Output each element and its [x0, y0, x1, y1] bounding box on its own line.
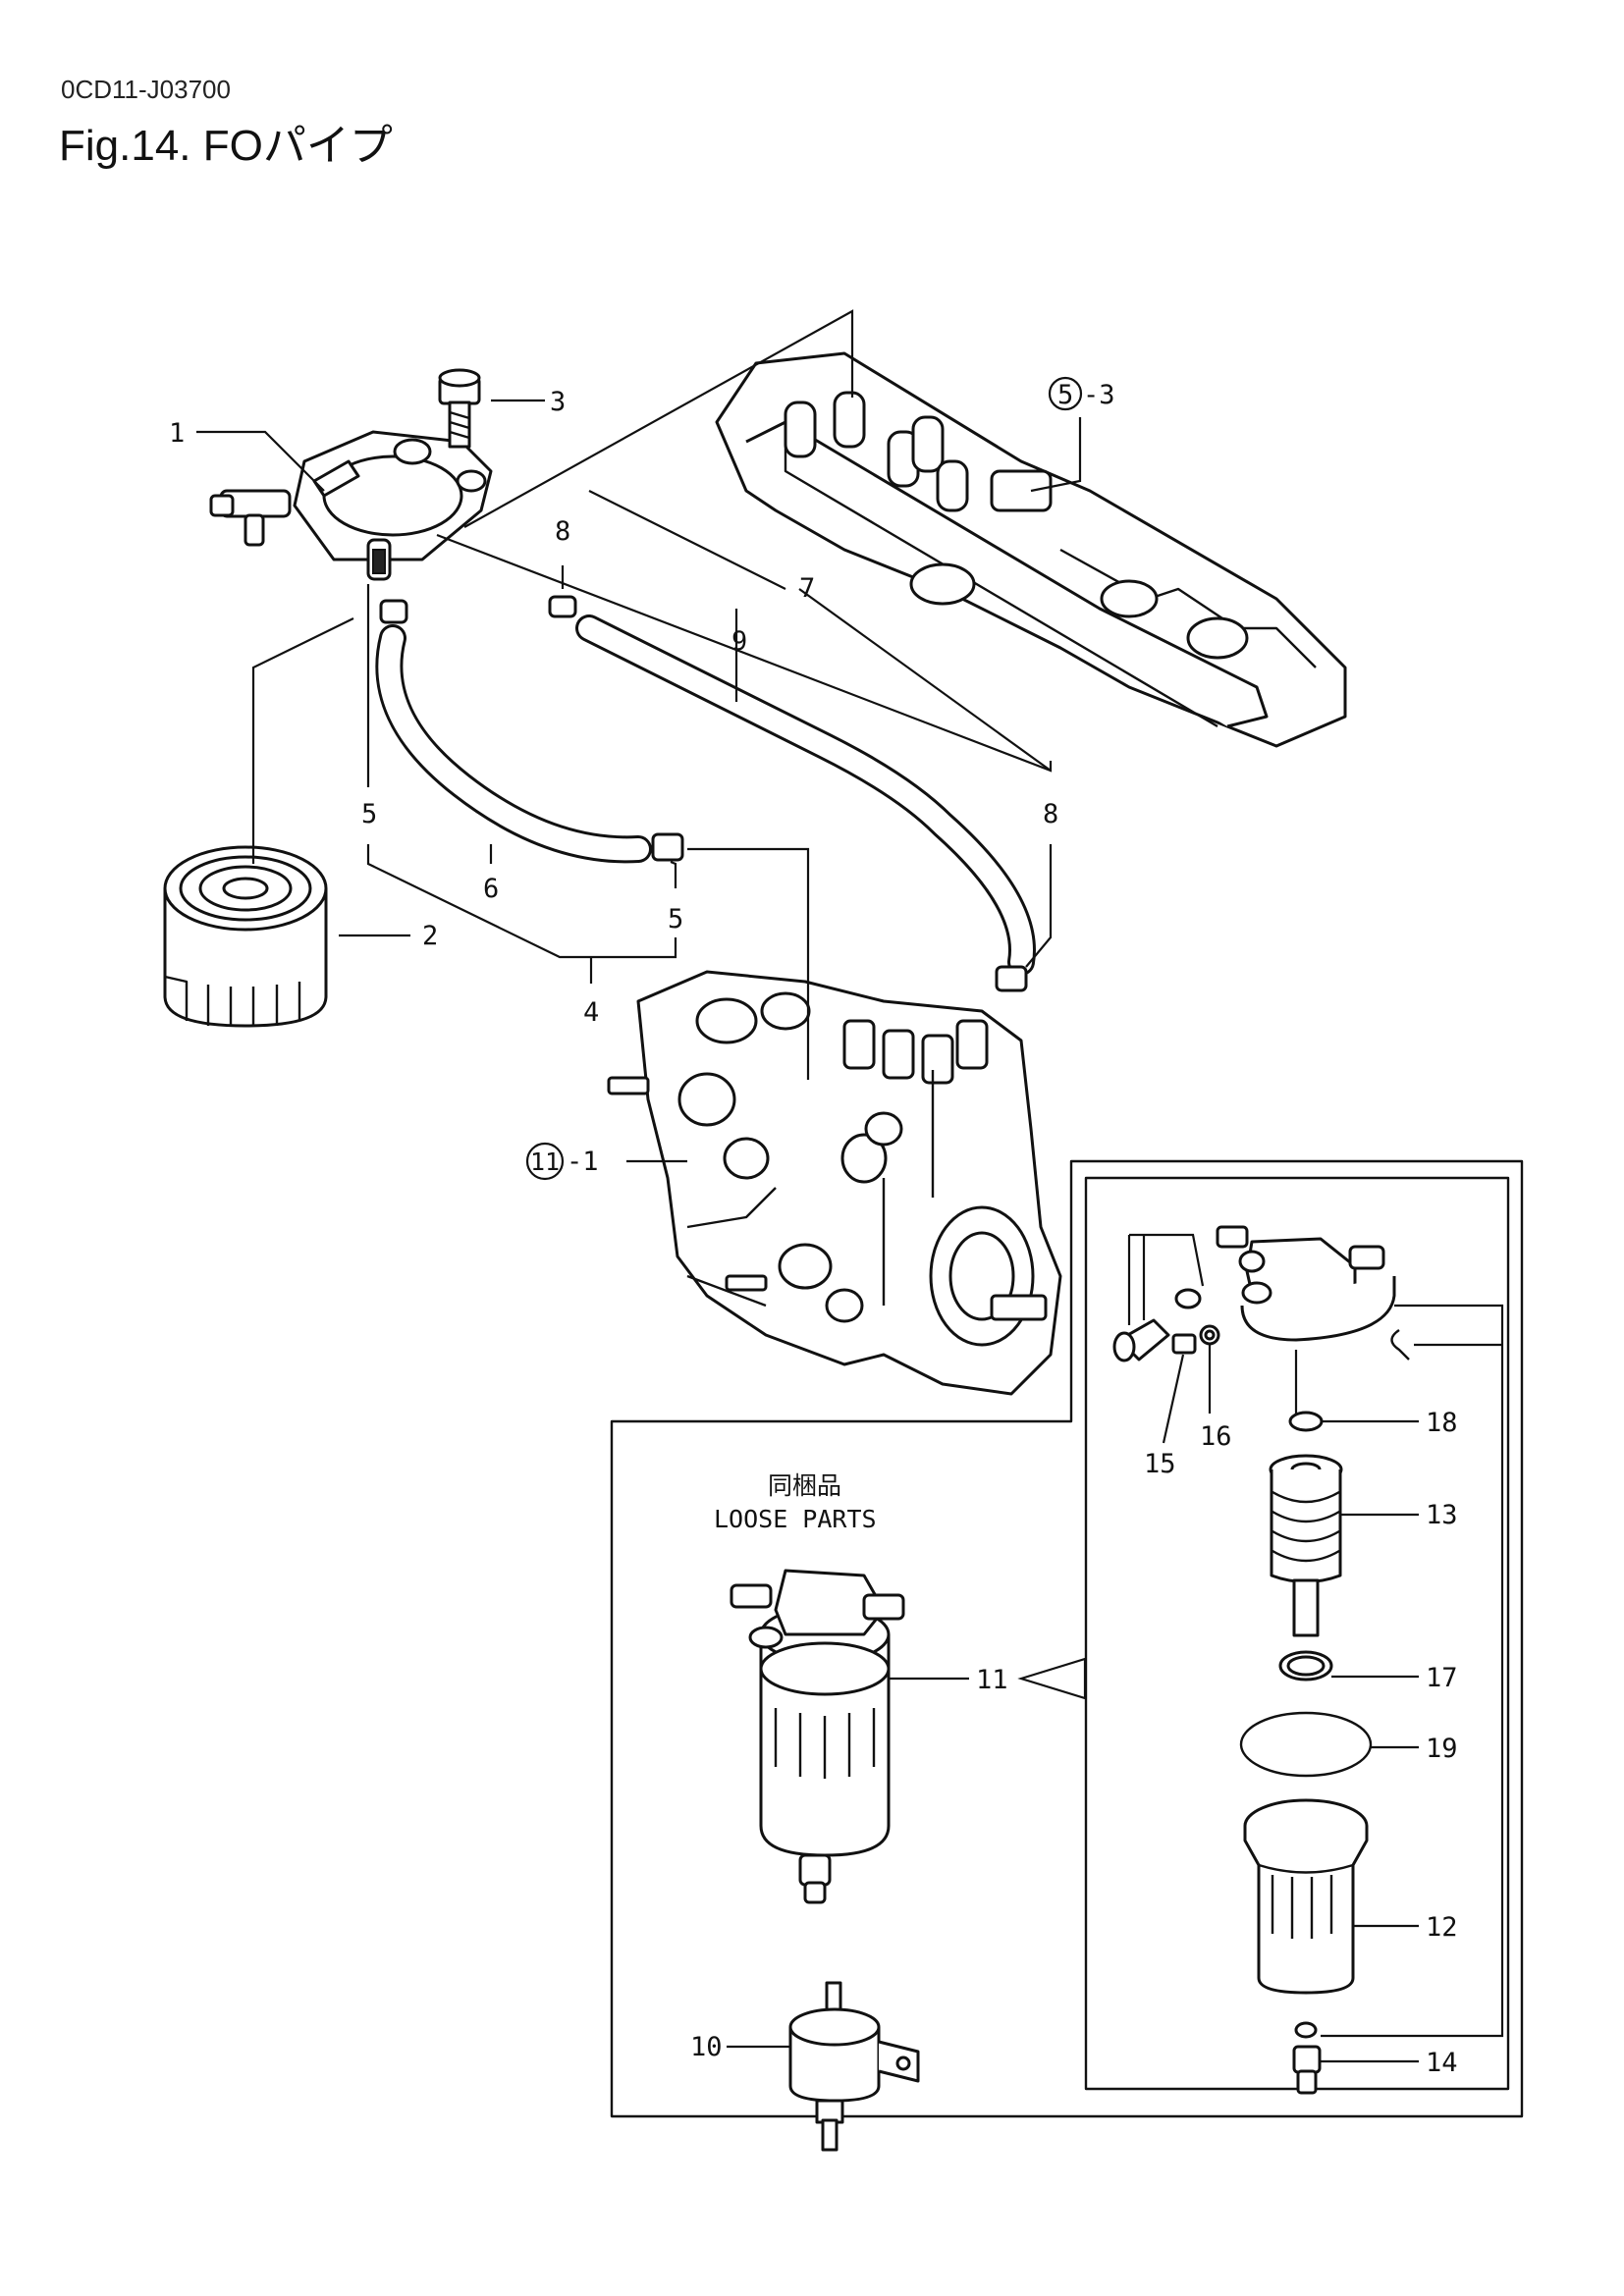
- fuel-filter-drawing: [163, 845, 328, 1028]
- callout-8-bottom: 8: [1043, 799, 1058, 829]
- callout-1: 1: [169, 418, 185, 449]
- separator-exploded-drawing: [1112, 1225, 1410, 2095]
- callout-14: 14: [1426, 2048, 1458, 2078]
- figure-title: Fig.14. FOパイプ: [59, 122, 393, 170]
- callout-labels: 1 3 8 7 9 8 5 6 5 4 2 10 11 12 13 14 15 …: [169, 376, 1458, 2078]
- ref-11-number: 11: [530, 1148, 560, 1176]
- callout-3: 3: [550, 387, 566, 417]
- callout-12: 12: [1426, 1912, 1458, 1943]
- loose-parts-label-jp: 同梱品: [768, 1471, 841, 1500]
- loose-parts-label-en: LOOSE PARTS: [714, 1505, 877, 1533]
- callout-16: 16: [1200, 1421, 1232, 1452]
- injection-pump-drawing: [607, 970, 1062, 1396]
- callout-17: 17: [1426, 1663, 1458, 1693]
- fuel-hose-6: [375, 624, 652, 864]
- inline-filter-drawing: [788, 1981, 920, 2152]
- callout-6: 6: [483, 874, 499, 904]
- ref-5-number: 5: [1057, 380, 1073, 410]
- leader-lines: [196, 309, 1504, 2063]
- ref-5-suffix: -3: [1083, 380, 1115, 410]
- callout-9: 9: [731, 626, 747, 657]
- callout-15: 15: [1144, 1449, 1176, 1479]
- callout-2: 2: [422, 921, 438, 951]
- callout-10: 10: [690, 2032, 723, 2062]
- callout-18: 18: [1426, 1408, 1458, 1438]
- callout-8-top: 8: [555, 516, 570, 547]
- water-separator-drawing: [730, 1569, 905, 1904]
- bolt-drawing: [438, 368, 481, 449]
- ref-11-suffix: -1: [567, 1147, 599, 1177]
- callout-13: 13: [1426, 1500, 1458, 1530]
- intake-manifold-drawing: [715, 351, 1347, 748]
- filter-head-drawing: [209, 430, 493, 581]
- drawing-code: 0CD11-J03700: [61, 75, 231, 104]
- callout-4: 4: [583, 997, 599, 1028]
- callout-5-right: 5: [668, 904, 683, 934]
- ref-circle-11: [525, 1142, 565, 1181]
- callout-19: 19: [1426, 1734, 1458, 1764]
- callout-7: 7: [799, 573, 815, 604]
- callout-11: 11: [976, 1665, 1008, 1695]
- fuel-hose-9: [575, 614, 1036, 976]
- hose-clips: [379, 595, 1028, 992]
- ref-circle-5: [1048, 376, 1083, 411]
- callout-5-left: 5: [361, 799, 377, 829]
